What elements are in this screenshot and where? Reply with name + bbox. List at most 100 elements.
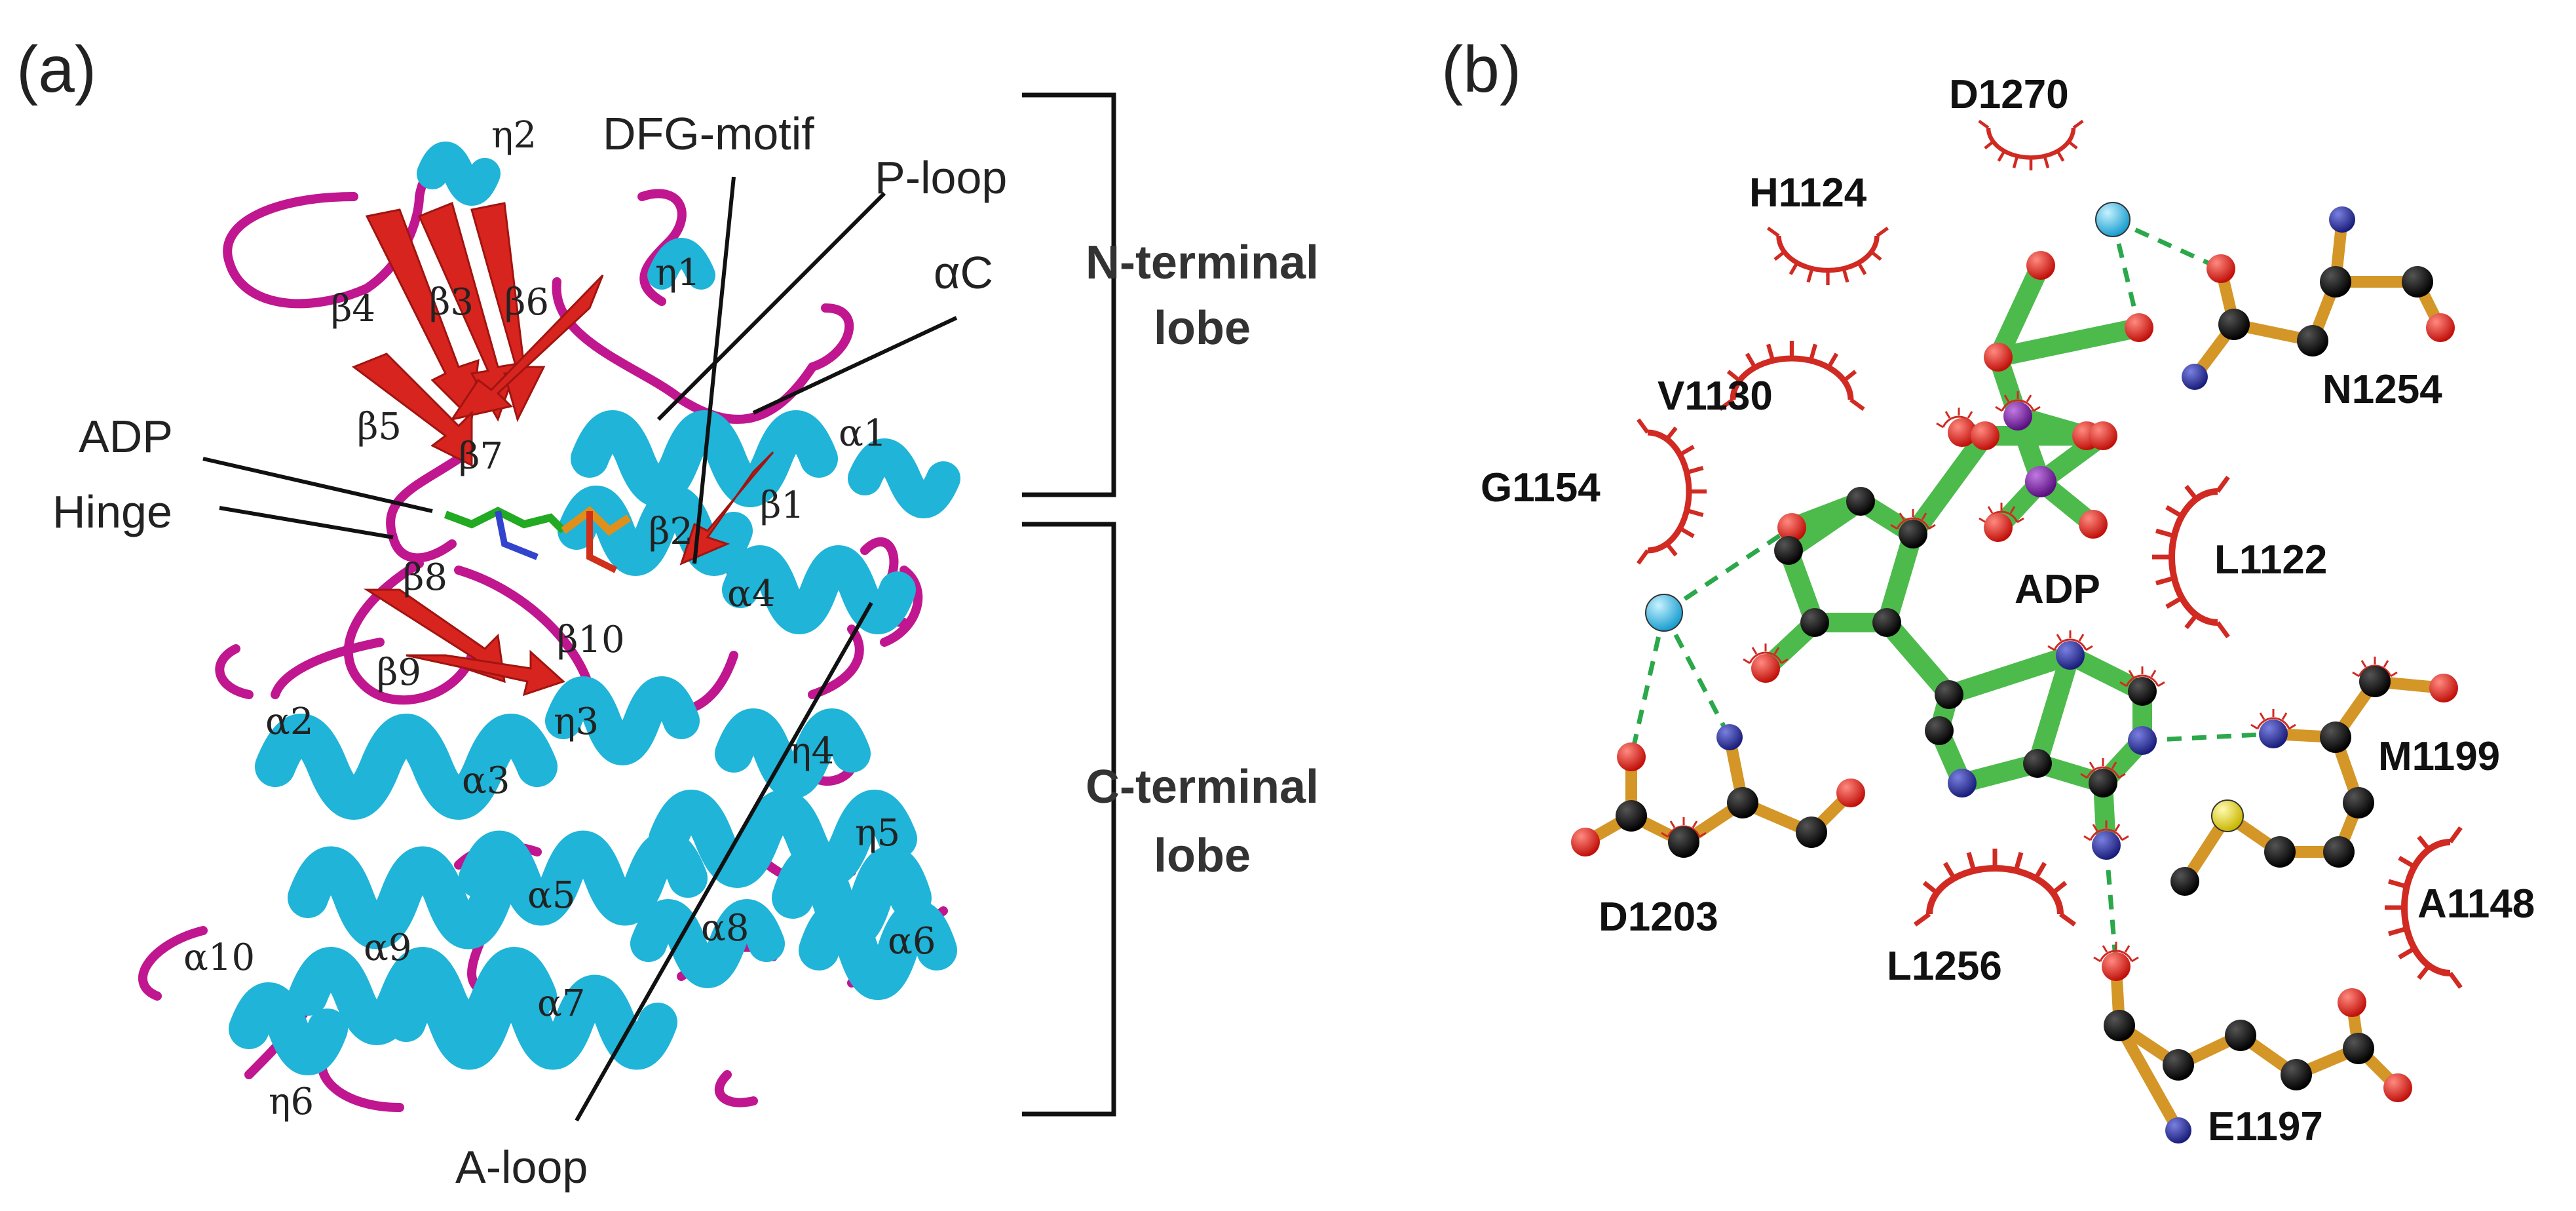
carbon-atom xyxy=(2170,867,2199,896)
hydrophobic-h1124 xyxy=(1768,228,1888,285)
label-eta6: η6 xyxy=(269,1081,314,1123)
label-beta7: β7 xyxy=(459,435,503,478)
nitrogen-atom xyxy=(2329,206,2355,233)
ligand-adp: ADP xyxy=(2015,567,2100,612)
label-alpha6: α6 xyxy=(888,920,936,963)
oxygen-atom xyxy=(1617,742,1646,771)
oxygen-atom xyxy=(2089,421,2117,450)
residue-l1122: L1122 xyxy=(2214,537,2327,583)
c-lobe-label-line2: lobe xyxy=(1154,830,1251,882)
nitrogen-atom xyxy=(2182,364,2208,390)
callout-dfg-motif: DFG-motif xyxy=(603,108,814,159)
label-alpha4: α4 xyxy=(727,573,775,615)
oxygen-atom xyxy=(1777,513,1806,542)
label-beta6: β6 xyxy=(504,281,549,324)
carbon-atom xyxy=(2163,1049,2194,1081)
oxygen-atom xyxy=(1571,828,1600,856)
secondary-structure-labels: η2 η1 β4 β3 β6 β5 β7 α1 β1 β2 α4 β8 β10 … xyxy=(183,114,936,1123)
carbon-atom xyxy=(1846,487,1875,516)
residue-a1148: A1148 xyxy=(2417,881,2535,927)
carbon-atom xyxy=(2225,1020,2256,1051)
lobe-brackets: N-terminal lobe C-terminal lobe xyxy=(1022,92,1319,1117)
oxygen-atom xyxy=(2026,251,2055,280)
n-lobe-label-line2: lobe xyxy=(1154,302,1251,355)
label-eta5: η5 xyxy=(855,812,900,855)
oxygen-atom xyxy=(1984,513,2013,542)
c-lobe-label-line1: C-terminal xyxy=(1086,761,1319,813)
carbon-atom xyxy=(1899,520,1927,548)
adp-bonds xyxy=(1756,256,2152,855)
label-alpha9: α9 xyxy=(364,927,411,969)
oxygen-atom xyxy=(2207,254,2235,283)
atoms xyxy=(1571,202,2458,1144)
carbon-atom xyxy=(1872,608,1901,637)
panel-a-ribbon-structure: (a) xyxy=(16,33,1319,1193)
callout-p-loop: P-loop xyxy=(875,152,1007,203)
carbon-atom xyxy=(2320,721,2351,753)
beta-strands xyxy=(351,201,774,697)
nitrogen-atom xyxy=(2056,641,2085,670)
sulfur-atom xyxy=(2211,799,2244,832)
residue-n1254: N1254 xyxy=(2322,367,2442,412)
oxygen-atom xyxy=(1984,343,2013,372)
label-beta2: β2 xyxy=(649,510,693,553)
oxygen-atom xyxy=(2383,1073,2412,1102)
adp-ligand-sticks xyxy=(444,506,632,573)
carbon-atom xyxy=(1800,608,1829,637)
carbon-atom xyxy=(1616,800,1647,832)
carbon-atom xyxy=(1925,716,1954,745)
water-atom xyxy=(2095,202,2131,237)
nitrogen-atom xyxy=(2259,720,2288,748)
oxygen-atom xyxy=(2102,952,2131,981)
carbon-atom xyxy=(2089,769,2117,798)
carbon-atom xyxy=(2218,309,2250,340)
residue-d1203: D1203 xyxy=(1599,894,1718,940)
panel-b-interaction-map: (b) xyxy=(1441,33,2535,1149)
oxygen-atom xyxy=(2079,510,2108,539)
callout-alpha-c: αC xyxy=(934,247,993,298)
nitrogen-atom xyxy=(1716,724,1743,750)
label-beta8: β8 xyxy=(403,556,447,599)
label-beta1: β1 xyxy=(760,484,805,527)
water-atom xyxy=(1645,594,1683,632)
label-eta3: η3 xyxy=(554,701,599,743)
carbon-atom xyxy=(2264,836,2296,868)
hydrophobic-l1256 xyxy=(1915,849,2075,925)
residue-e1197: E1197 xyxy=(2208,1104,2323,1149)
label-alpha5: α5 xyxy=(527,874,575,917)
label-beta10: β10 xyxy=(557,619,625,661)
callout-adp: ADP xyxy=(79,411,173,462)
hydrogen-bonds xyxy=(1629,217,2274,967)
carbon-atom xyxy=(2343,1033,2374,1064)
nitrogen-atom xyxy=(2128,726,2157,755)
oxygen-atom xyxy=(2429,674,2458,702)
nitrogen-atom xyxy=(2092,831,2121,860)
carbon-atom xyxy=(1727,787,1758,818)
carbon-atom xyxy=(2402,266,2433,298)
hydrophobic-d1270 xyxy=(1979,121,2083,170)
carbon-atom xyxy=(2343,787,2374,818)
carbon-atom xyxy=(1668,826,1699,858)
callout-labels: DFG-motif P-loop αC ADP Hinge A-loop xyxy=(52,108,1007,1193)
label-alpha8: α8 xyxy=(701,907,749,950)
n-lobe-label-line1: N-terminal xyxy=(1086,237,1319,289)
residue-d1270: D1270 xyxy=(1949,72,2069,117)
residue-g1154: G1154 xyxy=(1481,465,1601,510)
callout-hinge: Hinge xyxy=(52,486,172,537)
oxygen-atom xyxy=(1971,421,1999,450)
oxygen-atom xyxy=(2125,313,2153,342)
carbon-atom xyxy=(2128,677,2157,706)
label-alpha1: α1 xyxy=(839,412,886,455)
label-beta5: β5 xyxy=(357,406,402,448)
phosphorus-atom xyxy=(2003,402,2032,431)
nitrogen-atom xyxy=(1948,769,1977,798)
carbon-atom xyxy=(2023,749,2052,778)
oxygen-atom xyxy=(1948,418,1977,447)
residue-m1199: M1199 xyxy=(2378,734,2500,779)
label-alpha3: α3 xyxy=(462,759,510,802)
carbon-atom xyxy=(1935,680,1963,709)
callout-a-loop: A-loop xyxy=(455,1142,588,1193)
label-beta3: β3 xyxy=(429,281,474,324)
label-alpha10: α10 xyxy=(183,936,255,979)
